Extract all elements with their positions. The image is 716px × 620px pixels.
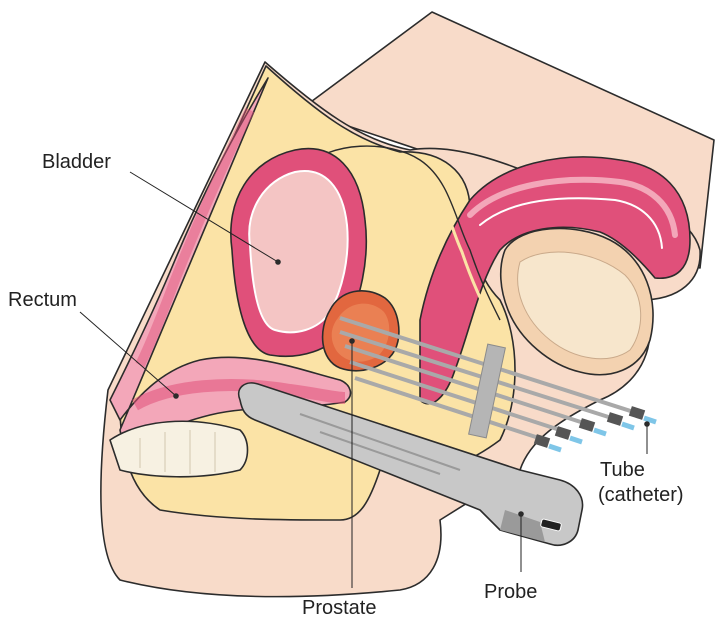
probe-dot [518,511,524,517]
pelvic-bone [110,421,248,476]
bladder-dot [275,259,281,265]
tube-label: Tube [600,459,645,481]
bladder-label: Bladder [42,151,111,173]
tube-dot [644,421,650,427]
rectum-label: Rectum [8,289,77,311]
probe-label: Probe [484,581,537,603]
prostate-dot [349,338,355,344]
catheter-label: (catheter) [598,484,684,506]
rectum-dot [173,393,179,399]
prostate-label: Prostate [302,597,376,619]
